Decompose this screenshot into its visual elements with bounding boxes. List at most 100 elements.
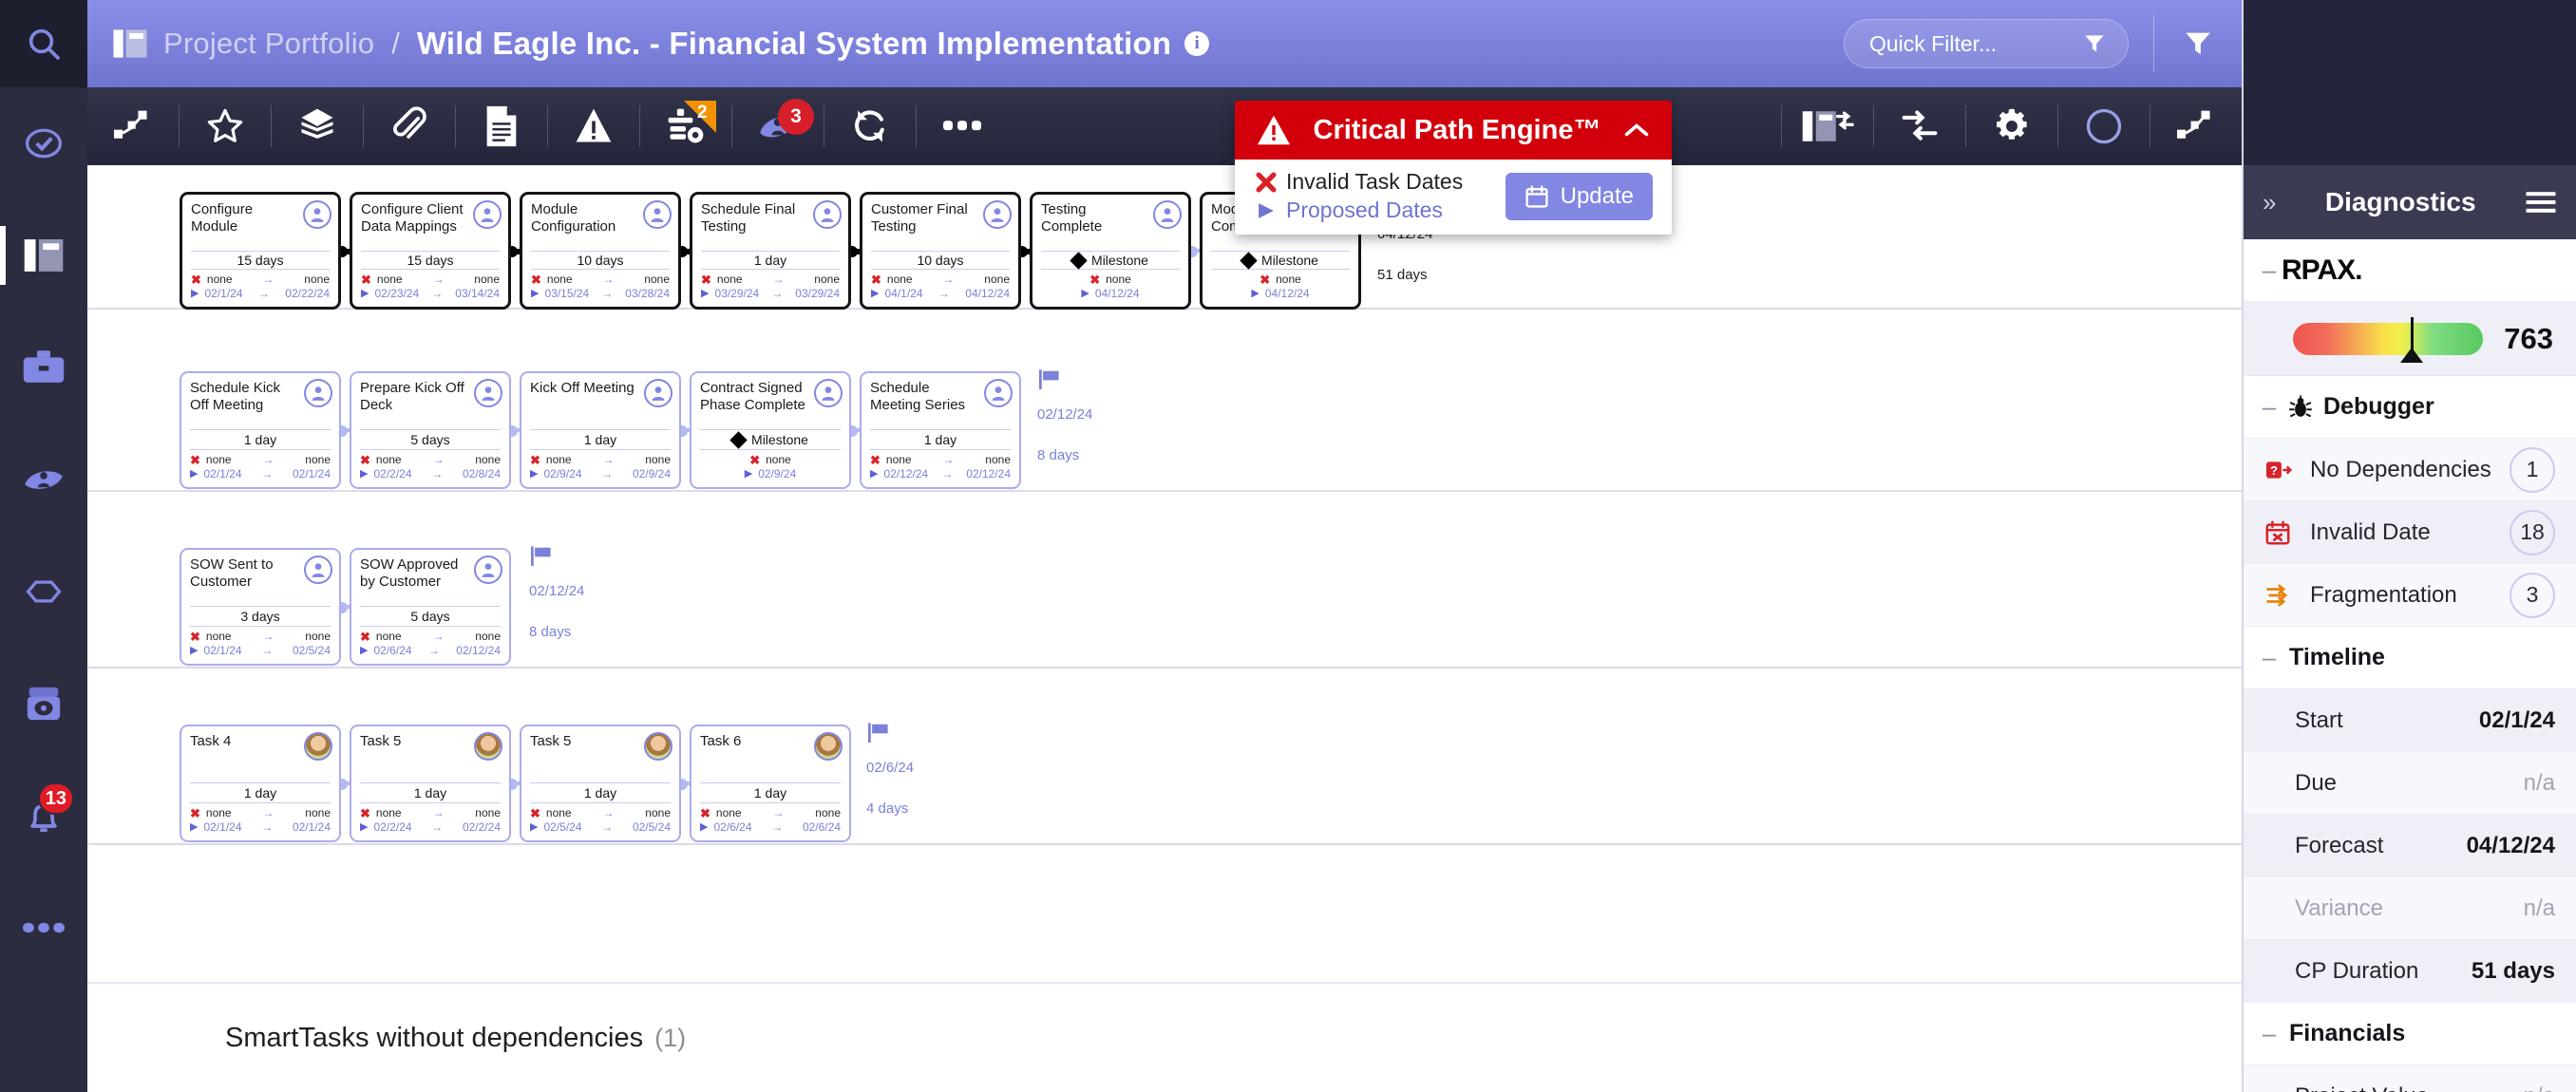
avatar[interactable] [474,379,502,407]
avatar[interactable] [304,555,332,584]
toolbar-collapse-panel[interactable] [1782,87,1873,165]
toolbar-settings-stack[interactable]: 2 [640,87,731,165]
debugger-group-header[interactable]: – Debugger [2244,376,2576,439]
cpe-proposed-row[interactable]: Proposed Dates [1256,198,1506,223]
task-card[interactable]: Prepare Kick Off Deck 5 days ✖none→none … [350,371,511,489]
filter-button[interactable] [2154,0,2242,87]
diagnostic-row-invalid-date[interactable]: Invalid Date 18 [2244,501,2576,564]
toolbar-layers[interactable] [272,87,363,165]
toolbar-resources-alert[interactable]: 3 [732,87,824,165]
avatar[interactable] [303,200,331,229]
financials-title: Financials [2289,1020,2406,1046]
sidebar-item-more[interactable] [0,872,87,984]
hamburger-icon[interactable] [2525,190,2557,215]
chevrons-right-icon[interactable]: » [2263,187,2277,217]
task-card[interactable]: Configure Module Environment 15 days ✖no… [180,192,341,310]
task-card[interactable]: SOW Approved by Customer 5 days ✖none→no… [350,548,511,666]
actual-end: none [305,453,331,466]
sidebar-item-network[interactable] [0,536,87,648]
sidebar-item-notifications[interactable]: 13 [0,760,87,872]
task-dates: ✖none ▶04/12/24 [1041,270,1180,302]
task-card[interactable]: Schedule Kick Off Meeting 1 day ✖none→no… [180,371,341,489]
avatar[interactable] [984,379,1013,407]
toolbar-dependency-map[interactable] [87,87,179,165]
timeline-group-header[interactable]: – Timeline [2244,627,2576,689]
avatar[interactable] [814,732,843,761]
task-card[interactable]: Task 5 1 day ✖none→none ▶02/5/24→02/5/24 [520,725,681,842]
avatar[interactable] [474,555,502,584]
task-card[interactable]: Schedule Meeting Series 1 day ✖none→none… [860,371,1021,489]
x-mark-icon: ✖ [530,806,540,820]
avatar[interactable] [304,732,332,761]
toolbar-settings[interactable] [1966,87,2057,165]
milestone-card[interactable]: Contract Signed Phase Complete Milestone… [690,371,851,489]
smarttasks-section[interactable]: SmartTasks without dependencies (1) [87,982,2242,1092]
task-dates: ✖none→none ▶02/5/24→02/5/24 [530,806,671,834]
task-duration: 3 days [190,606,331,627]
avatar[interactable] [983,200,1012,229]
toolbar-status-circle[interactable] [2058,87,2150,165]
financials-group-header[interactable]: – Financials [2244,1003,2576,1065]
avatar[interactable] [814,379,843,407]
quick-filter-input[interactable]: Quick Filter... [1844,19,2129,68]
milestone-card[interactable]: Testing Complete Milestone ✖none ▶04/12/… [1030,192,1191,310]
actual-start: none [376,273,403,286]
diagnostic-row-no-dependencies[interactable]: ? No Dependencies 1 [2244,439,2576,501]
play-triangle-icon: ▶ [360,821,369,833]
avatar[interactable] [643,200,672,229]
avatar[interactable] [1153,200,1182,229]
toolbar-divider [271,105,272,147]
network-diagram-canvas[interactable]: Configure Module Environment 15 days ✖no… [87,165,2242,1092]
collapse-toggle[interactable]: – [2262,1019,2277,1047]
task-card[interactable]: Task 4 1 day ✖none→none ▶02/1/24→02/1/24 [180,725,341,842]
task-card[interactable]: Kick Off Meeting 1 day ✖none→none ▶02/9/… [520,371,681,489]
task-card[interactable]: Module Configuration 10 days ✖none→none … [520,192,681,310]
collapse-toggle[interactable]: – [2262,643,2277,671]
plan-end: 02/2/24 [462,820,501,834]
avatar[interactable] [304,379,332,407]
toolbar-network-view[interactable] [2150,87,2242,165]
toolbar-more-options[interactable] [917,87,1008,165]
actual-end: none [644,273,670,286]
task-card[interactable]: SOW Sent to Customer 3 days ✖none→none ▶… [180,548,341,666]
info-icon[interactable]: i [1184,31,1210,56]
breadcrumb-parent[interactable]: Project Portfolio [163,27,375,60]
rpax-group-header[interactable]: – RPAX. [2244,239,2576,302]
task-card[interactable]: Schedule Final Testing 1 day ✖none→none … [690,192,851,310]
sidebar-item-portfolio[interactable] [0,311,87,424]
task-card[interactable]: Task 5 1 day ✖none→none ▶02/2/24→02/2/24 [350,725,511,842]
task-dates: ✖none→none ▶02/1/24→02/1/24 [190,806,331,834]
toolbar-risks[interactable] [548,87,639,165]
avatar[interactable] [644,732,672,761]
sidebar-item-tasks[interactable] [0,87,87,199]
global-search-button[interactable] [0,0,87,87]
task-dates: ✖none→none ▶02/1/24→02/1/24 [190,453,331,480]
avatar[interactable] [474,732,502,761]
plan-start: 02/1/24 [203,467,242,480]
cpe-update-button[interactable]: Update [1505,172,1653,220]
task-title: SOW Sent to Customer [190,556,274,589]
task-title: SOW Approved by Customer [360,556,459,589]
toolbar-documents[interactable] [456,87,547,165]
avatar[interactable] [813,200,842,229]
avatar[interactable] [473,200,502,229]
sidebar-item-board[interactable] [0,199,87,311]
toolbar-collapse-all[interactable] [1874,87,1965,165]
avatar[interactable] [644,379,672,407]
chevron-up-icon[interactable] [1622,120,1651,141]
sidebar-item-timesheet[interactable] [0,648,87,760]
toolbar-refresh[interactable] [824,87,916,165]
toolbar-favorite[interactable] [180,87,271,165]
play-triangle-icon: ▶ [1081,288,1089,299]
task-title: Module Configuration [531,201,616,234]
sidebar-item-resources[interactable] [0,424,87,536]
collapse-toggle[interactable]: – [2262,255,2277,284]
actual-end: none [475,806,501,819]
toolbar-attachments[interactable] [364,87,455,165]
task-card[interactable]: Configure Client Data Mappings 15 days ✖… [350,192,511,310]
cpe-header[interactable]: Critical Path Engine™ [1235,101,1672,160]
task-card[interactable]: Task 6 1 day ✖none→none ▶02/6/24→02/6/24 [690,725,851,842]
task-card[interactable]: Customer Final Testing 10 days ✖none→non… [860,192,1021,310]
diagnostic-row-fragmentation[interactable]: Fragmentation 3 [2244,564,2576,627]
collapse-toggle[interactable]: – [2262,392,2277,421]
